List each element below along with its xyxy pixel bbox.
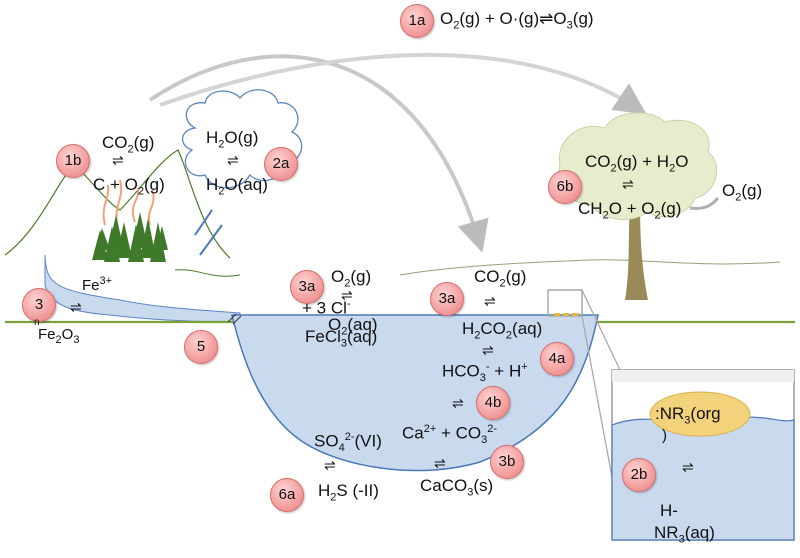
break-mark xyxy=(227,313,242,325)
3a-left-mid: + 3 Cl- xyxy=(302,298,351,318)
tree-crown xyxy=(558,112,718,220)
4b-arrow: ⇌ xyxy=(452,395,464,411)
ridge xyxy=(174,269,241,277)
3-top: Fe3+ xyxy=(82,275,113,294)
hill xyxy=(399,259,781,276)
lake xyxy=(231,314,599,472)
1b-arrow: ⇌ xyxy=(112,152,124,168)
1b-bottom: C + O2(g) xyxy=(93,175,165,198)
badge-3a-left: 3a xyxy=(290,270,324,304)
2b-bottom-2: NR3(aq) xyxy=(654,523,715,546)
4a-arrow: ⇌ xyxy=(482,342,494,358)
4b-bottom: CaCO3(s) xyxy=(420,476,494,499)
3-bottom-frag: n xyxy=(34,317,40,328)
o2-output-arrow xyxy=(689,197,720,210)
3a-right-top: CO2(g) xyxy=(474,267,527,290)
2b-close: ) xyxy=(662,427,667,444)
2b-arrow: ⇌ xyxy=(682,459,694,475)
atmosphere-arrow-to-tree xyxy=(159,52,647,115)
rain-line-1 xyxy=(194,209,213,236)
6a-top: SO42-(VI) xyxy=(314,431,382,455)
mountain xyxy=(4,149,231,259)
3a-right-arrow: ⇌ xyxy=(484,293,496,309)
equation-1a: O2(g) + O·(g)⇌O3(g) xyxy=(440,9,594,32)
atmosphere-arrow-to-lake xyxy=(148,54,489,253)
3-arrow: ⇌ xyxy=(70,299,82,315)
organic-droplet xyxy=(649,391,751,437)
1b-top: CO2(g) xyxy=(102,133,155,156)
zoom-source-box xyxy=(547,289,583,317)
badge-6b: 6b xyxy=(548,170,582,204)
2a-bottom: H2O(aq) xyxy=(206,175,268,198)
tree-trunk xyxy=(625,200,648,300)
rain-line-2 xyxy=(199,224,223,256)
6a-arrow: ⇌ xyxy=(324,457,336,473)
3a-left-over: O2(aq) xyxy=(328,315,378,338)
6b-arrow: ⇌ xyxy=(622,176,634,192)
badge-3a-right: 3a xyxy=(430,282,464,316)
2a-top: H2O(g) xyxy=(206,128,259,151)
3a-right-bottom: H2CO2(aq) xyxy=(462,319,543,342)
badge-1a: 1a xyxy=(400,4,434,38)
badge-3b: 3b xyxy=(490,445,524,479)
3a-left-top: O2(g) xyxy=(331,267,372,290)
badge-4a: 4a xyxy=(540,342,574,376)
badge-1b: 1b xyxy=(56,144,90,178)
3a-left-arrow: ⇌ xyxy=(341,287,353,303)
4b-bottom-arrow: ⇌ xyxy=(434,455,446,471)
2b-bottom-1: H- xyxy=(660,501,678,520)
4b-top: Ca2+ + CO32- xyxy=(402,423,498,447)
6a-bottom: H2S (-II) xyxy=(318,481,379,504)
badge-5: 5 xyxy=(184,330,218,364)
badge-4b: 4b xyxy=(476,386,510,420)
badge-2b: 2b xyxy=(622,458,656,492)
4a-equation: HCO3- + H+ xyxy=(442,361,528,385)
2b-top: :NR3(org xyxy=(655,404,721,427)
6b-top: CO2(g) + H2O xyxy=(585,152,689,175)
badge-6a: 6a xyxy=(270,478,304,512)
6b-bottom: CH2O + O2(g) xyxy=(578,199,682,222)
organic-dots xyxy=(554,313,578,316)
6b-extra-o2: O2(g) xyxy=(722,181,763,204)
zoom-panel xyxy=(611,369,795,541)
badge-3: 3 xyxy=(22,288,56,322)
3-bottom: Fe2O3 xyxy=(38,326,80,346)
forest xyxy=(92,212,168,262)
3a-left-bottom: FeCl3(aq) xyxy=(305,327,378,350)
2a-arrow: ⇌ xyxy=(227,152,239,168)
badge-2a: 2a xyxy=(264,147,298,181)
